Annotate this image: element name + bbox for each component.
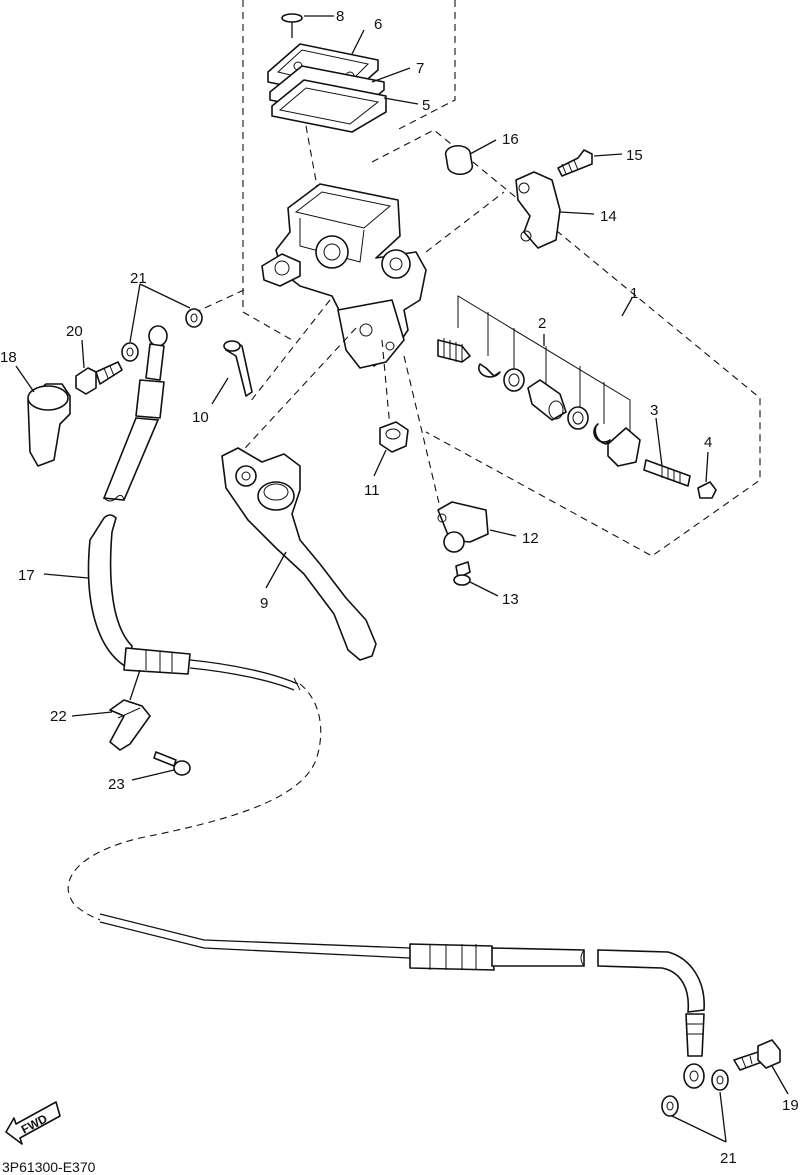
callout-4: 4 bbox=[704, 434, 712, 451]
callout-18: 18 bbox=[0, 349, 17, 366]
reservoir-cap-group bbox=[242, 0, 456, 341]
assembly-outline bbox=[195, 129, 761, 557]
callout-21-upper: 21 bbox=[130, 270, 147, 287]
callout-19: 19 bbox=[782, 1097, 799, 1114]
clutch-hose bbox=[67, 325, 705, 1089]
callout-5: 5 bbox=[422, 97, 430, 114]
callout-22: 22 bbox=[50, 708, 67, 725]
lower-banjo-hardware bbox=[661, 1039, 781, 1117]
hose-clamp bbox=[109, 699, 191, 776]
master-cylinder-body bbox=[261, 183, 427, 369]
callout-10: 10 bbox=[192, 409, 209, 426]
callout-8: 8 bbox=[336, 8, 344, 25]
push-rod bbox=[643, 459, 717, 499]
callout-23: 23 bbox=[108, 776, 125, 793]
fwd-arrow: FWD bbox=[5, 1101, 61, 1145]
callout-labels: 8 6 7 5 16 15 14 1 2 3 4 11 12 13 9 10 2… bbox=[0, 8, 799, 1167]
small-hardware bbox=[223, 340, 489, 586]
callout-11: 11 bbox=[364, 482, 380, 499]
callout-15: 15 bbox=[626, 147, 643, 164]
callout-7: 7 bbox=[416, 60, 424, 77]
callout-14: 14 bbox=[600, 208, 617, 225]
diagram-code: 3P61300-E370 bbox=[2, 1159, 96, 1175]
callout-17: 17 bbox=[18, 567, 35, 584]
leader-lines bbox=[15, 15, 789, 1143]
banjo-hardware bbox=[27, 308, 203, 467]
callout-13: 13 bbox=[502, 591, 519, 608]
callout-6: 6 bbox=[374, 16, 382, 33]
callout-12: 12 bbox=[522, 530, 539, 547]
clamp-parts bbox=[444, 144, 593, 249]
callout-20: 20 bbox=[66, 323, 83, 340]
callout-2: 2 bbox=[538, 315, 546, 332]
callout-16: 16 bbox=[502, 131, 519, 148]
callout-9: 9 bbox=[260, 595, 268, 612]
callout-3: 3 bbox=[650, 402, 658, 419]
clutch-lever bbox=[221, 447, 377, 661]
callout-21-lower: 21 bbox=[720, 1150, 737, 1167]
piston-kit bbox=[437, 295, 641, 467]
callout-1: 1 bbox=[630, 285, 638, 302]
